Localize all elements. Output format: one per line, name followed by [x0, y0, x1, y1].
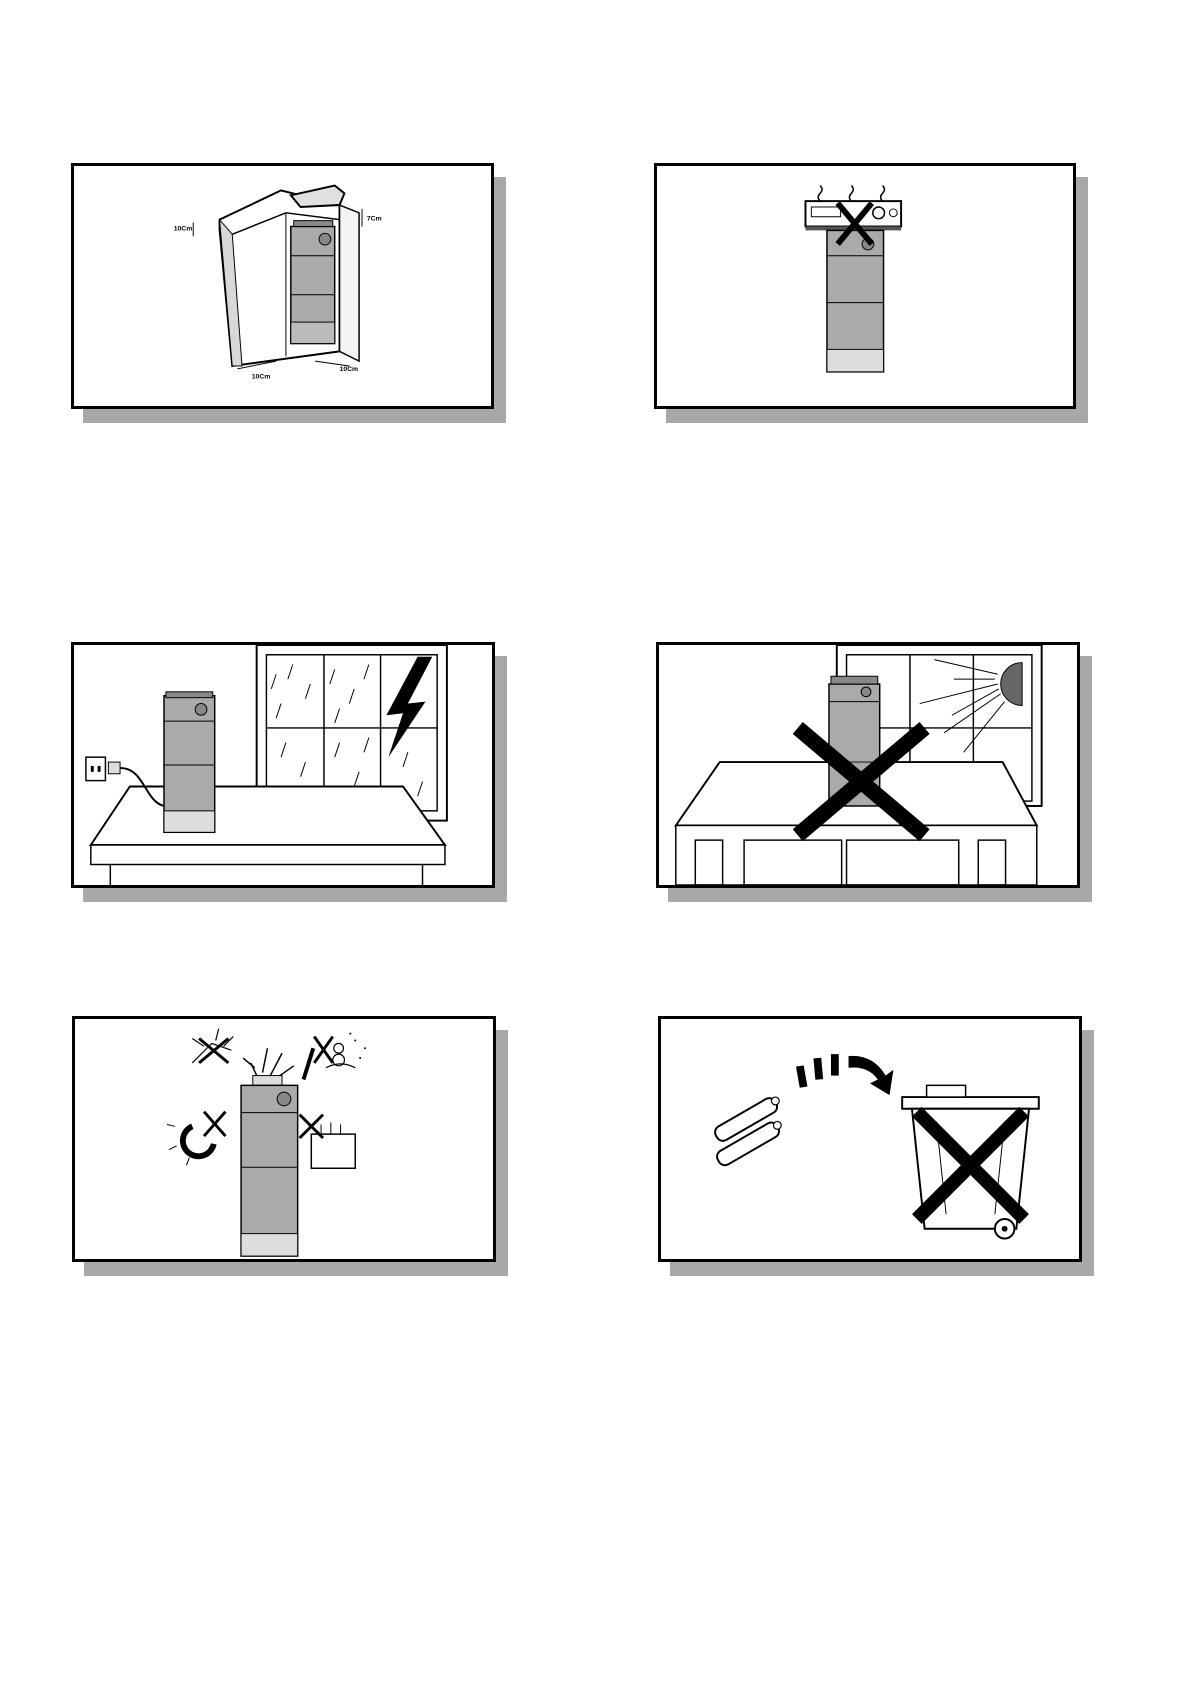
batteries-icon — [713, 1096, 782, 1168]
panel-battery-disposal — [658, 1016, 1082, 1262]
lightning-storm-icon — [74, 645, 492, 885]
panel-avoid-direct-sunlight — [656, 642, 1080, 888]
label-left-clearance: 10Cm — [174, 225, 193, 232]
label-bottom-clearance: 10Cm — [252, 374, 271, 381]
plug-icon — [108, 762, 120, 774]
clearance-diagram-icon: 10Cm 7Cm 10Cm 10Cm — [74, 166, 491, 406]
plant-icon — [243, 1048, 294, 1077]
label-top-clearance: 7Cm — [367, 216, 382, 223]
no-stacking-icon — [657, 166, 1073, 406]
outlet-icon — [86, 757, 106, 780]
panel-unplug-during-storm — [71, 642, 495, 888]
panel-ventilation-clearance: 10Cm 7Cm 10Cm 10Cm — [71, 163, 494, 409]
panel-no-heat-source-on-top — [654, 163, 1076, 409]
panel-avoid-moisture-magnets-heat — [72, 1016, 496, 1262]
heater-icon — [311, 1134, 355, 1168]
environment-warnings-icon — [75, 1019, 493, 1259]
no-sunlight-icon — [659, 645, 1077, 885]
no-trash-batteries-icon — [661, 1019, 1079, 1259]
label-right-clearance: 10Cm — [340, 366, 359, 373]
arrow-icon — [796, 1054, 893, 1095]
